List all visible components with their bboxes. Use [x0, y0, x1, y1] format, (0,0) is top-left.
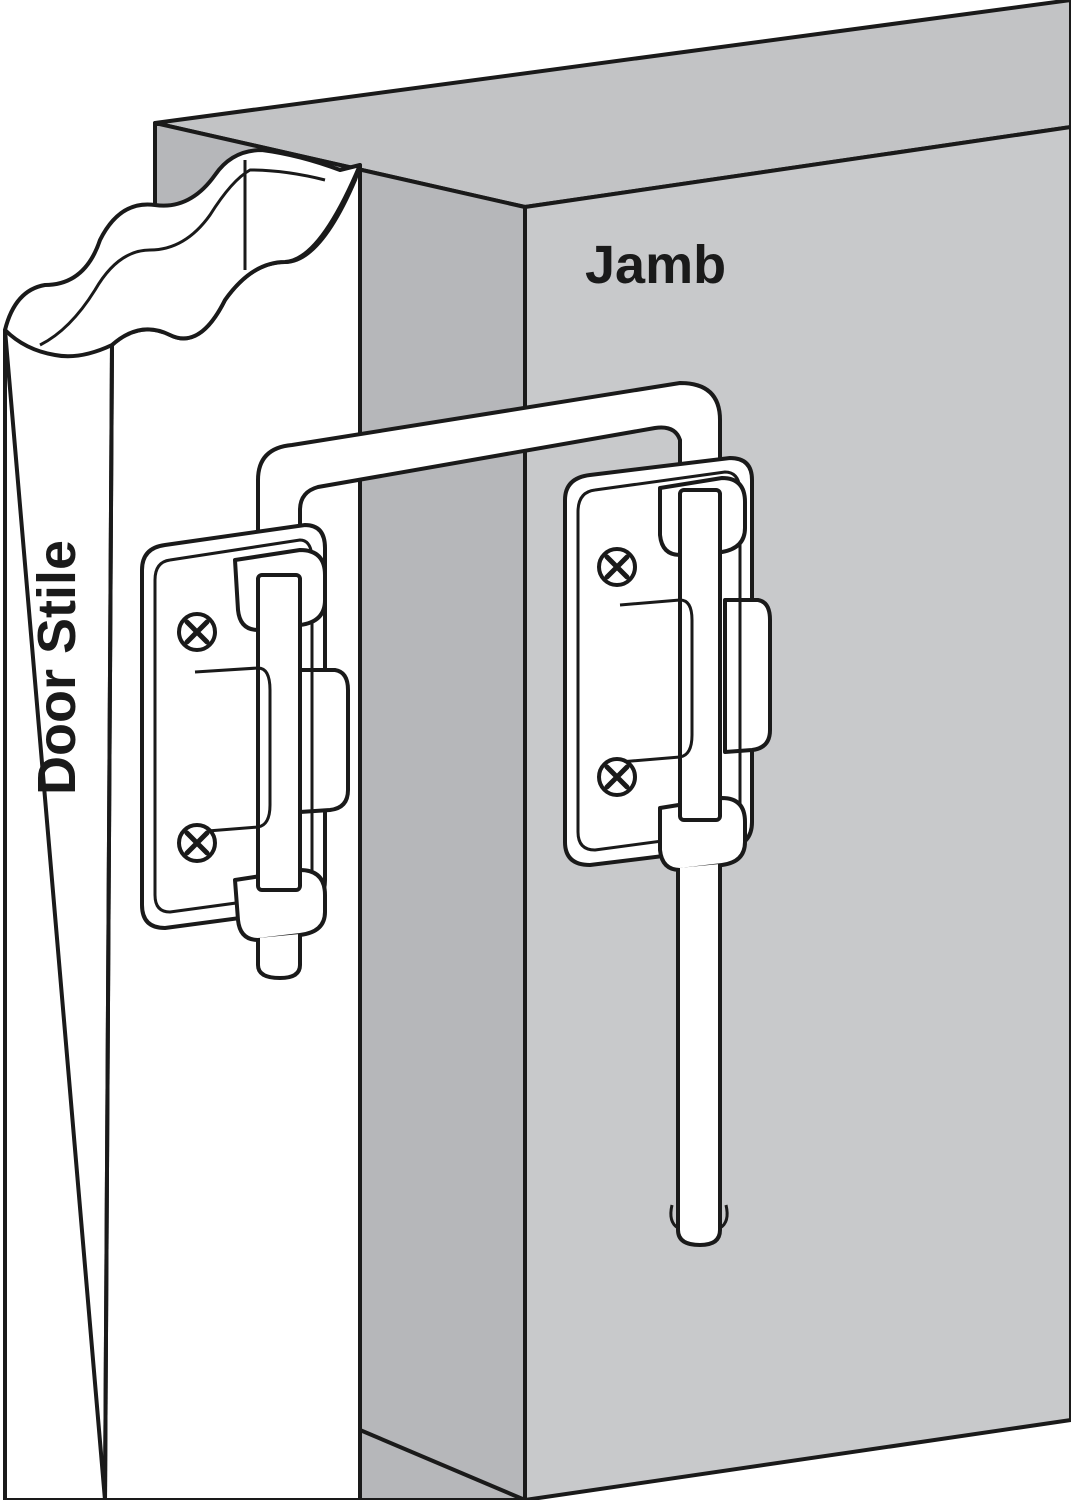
screw-icon: [177, 612, 217, 652]
bracket-right: [563, 456, 772, 872]
bracket-right-slot: [619, 598, 694, 764]
bracket-left-pin: [256, 573, 302, 892]
door-stile-top-profile: [3, 148, 362, 359]
bracket-left: [140, 523, 350, 980]
drop-rod: [669, 864, 729, 1247]
screw-icon: [177, 823, 217, 863]
door-stile-inner-profile: [39, 168, 326, 347]
bracket-left-tab: [298, 668, 350, 814]
jamb-label: Jamb: [585, 235, 726, 295]
jamb-inner-bottom: [359, 1428, 526, 1500]
screw-icon: [597, 547, 637, 587]
bracket-left-pin-end: [256, 934, 302, 980]
bracket-right-pin: [678, 488, 722, 822]
screw-icon: [597, 757, 637, 797]
bracket-left-slot: [194, 666, 272, 834]
bracket-right-tab: [723, 598, 772, 754]
drop-rod-tip-collar: [669, 1204, 729, 1230]
door-stile-face-edge: [103, 344, 114, 1500]
door-stile-label: Door Stile: [27, 540, 87, 795]
drop-rod-shaft: [676, 864, 722, 1247]
